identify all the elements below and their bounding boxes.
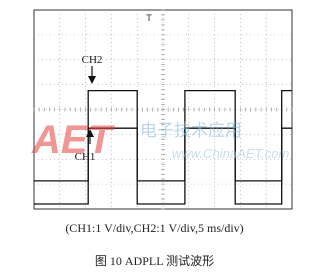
trace-ch1 <box>34 127 292 205</box>
traces <box>34 89 292 205</box>
watermark-slogan: 电子技术应用 <box>140 121 242 141</box>
oscilloscope-screen: T CH2 CH1 AET 电子技术应用 www.ChinaAET.com <box>31 9 293 210</box>
grid <box>33 9 293 210</box>
trigger-marker: T <box>145 14 152 24</box>
watermark-url: www.ChinaAET.com <box>172 146 289 161</box>
scale-caption: (CH1:1 V/div,CH2:1 V/div,5 ms/div) <box>65 221 244 235</box>
ch2-arrow-icon <box>88 66 96 84</box>
watermark-logo: AET <box>31 118 116 162</box>
ch2-label: CH2 <box>82 54 103 66</box>
ch1-label: CH1 <box>75 151 96 163</box>
ch1-arrow-icon <box>86 129 94 144</box>
watermark: AET 电子技术应用 www.ChinaAET.com <box>31 118 289 162</box>
figure-caption: 图 10 ADPLL 测试波形 <box>94 254 215 268</box>
